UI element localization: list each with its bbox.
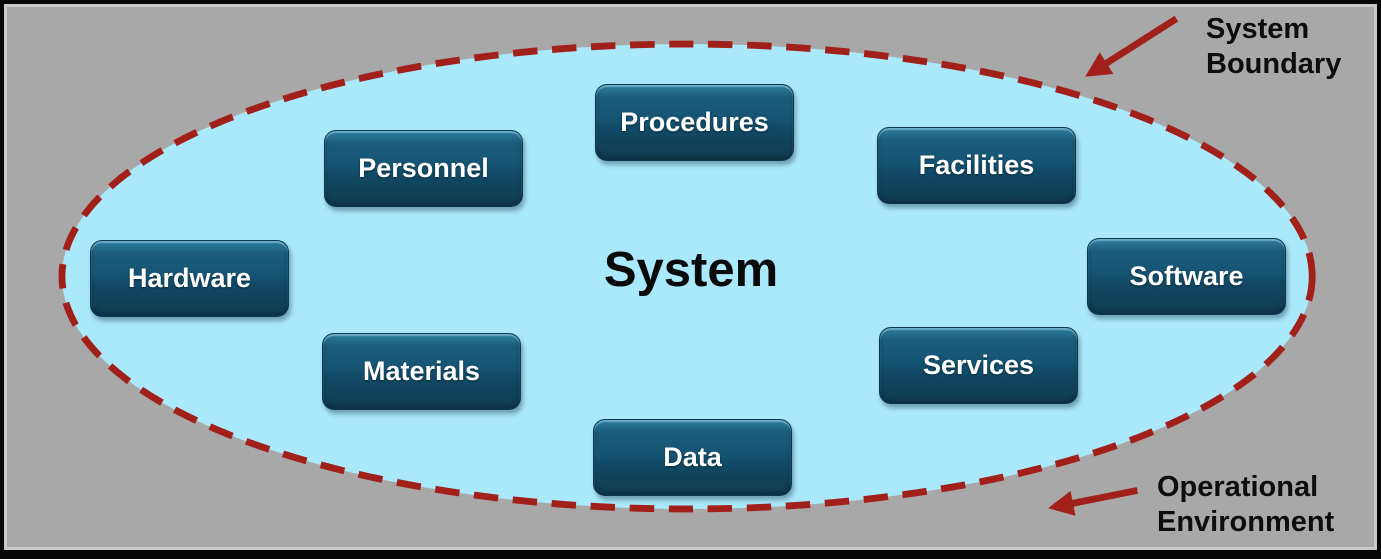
component-box-procedures: Procedures bbox=[595, 84, 794, 161]
component-box-hardware: Hardware bbox=[90, 240, 289, 317]
component-box-materials: Materials bbox=[322, 333, 521, 410]
component-box-services: Services bbox=[879, 327, 1078, 404]
component-box-data: Data bbox=[593, 419, 792, 496]
component-box-personnel: Personnel bbox=[324, 130, 523, 207]
operational-environment-label: Operational Environment bbox=[1157, 471, 1335, 539]
component-box-facilities: Facilities bbox=[877, 127, 1076, 204]
operational-environment-arrow bbox=[1048, 487, 1139, 516]
component-box-software: Software bbox=[1087, 238, 1286, 315]
system-boundary-arrow bbox=[1085, 15, 1179, 77]
system-boundary-label: System Boundary bbox=[1206, 13, 1342, 81]
system-title: System bbox=[603, 243, 779, 297]
